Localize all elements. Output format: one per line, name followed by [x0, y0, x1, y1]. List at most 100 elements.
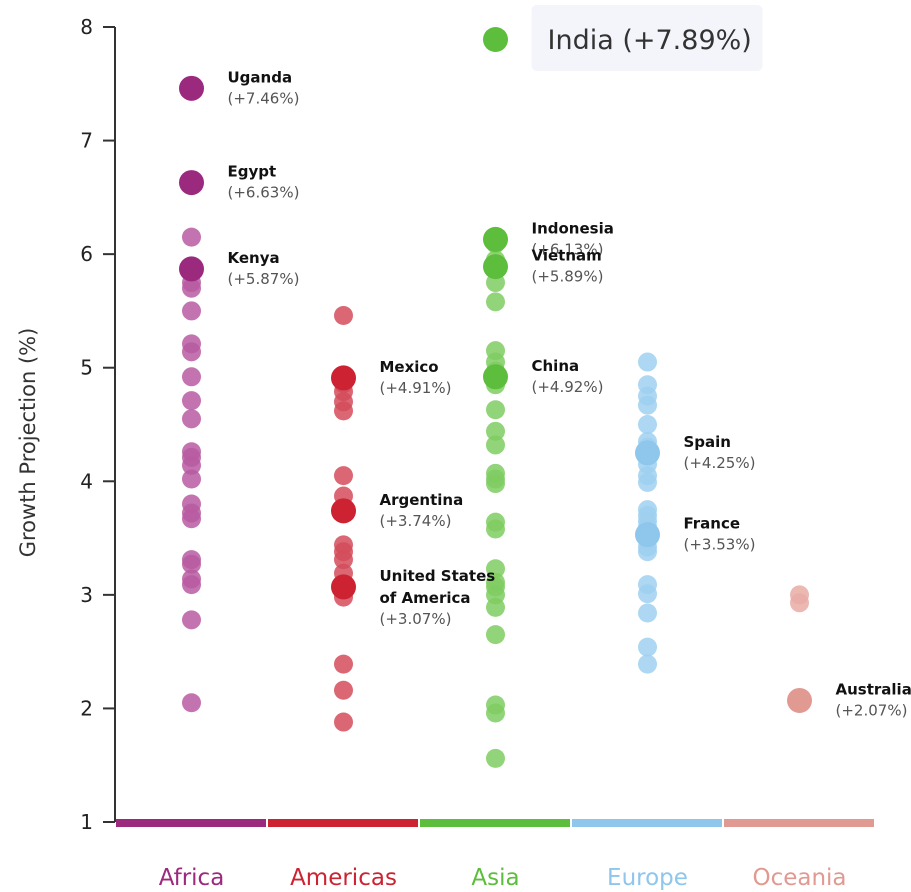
data-point-asia[interactable] — [486, 748, 505, 768]
y-tick-label: 4 — [80, 469, 93, 493]
highlight-point-australia[interactable] — [787, 687, 812, 713]
highlight-point-argentina[interactable] — [331, 498, 356, 524]
data-point-europe[interactable] — [638, 637, 657, 657]
highlight-point-united-states-of-america[interactable] — [331, 574, 356, 600]
highlight-point-indonesia[interactable] — [483, 226, 508, 252]
data-point-oceania[interactable] — [790, 593, 809, 613]
point-value-egypt: (+6.63%) — [228, 184, 300, 202]
highlight-point-uganda[interactable] — [179, 75, 204, 101]
data-point-asia[interactable] — [486, 625, 505, 645]
data-point-europe[interactable] — [638, 395, 657, 415]
point-labels: Uganda(+7.46%)Egypt(+6.63%)Kenya(+5.87%)… — [228, 68, 911, 719]
point-value-france: (+3.53%) — [684, 536, 756, 554]
point-name-spain: Spain — [684, 433, 731, 451]
data-point-asia[interactable] — [486, 421, 505, 441]
data-point-asia[interactable] — [486, 559, 505, 579]
point-value-uganda: (+7.46%) — [228, 89, 300, 107]
data-point-africa[interactable] — [182, 409, 201, 429]
data-point-europe[interactable] — [638, 603, 657, 623]
highlight-point-france[interactable] — [635, 522, 660, 548]
y-axis-title: Growth Projection (%) — [16, 328, 40, 558]
point-value-argentina: (+3.74%) — [380, 512, 452, 530]
category-band-oceania — [724, 819, 874, 827]
highlight-point-spain[interactable] — [635, 440, 660, 466]
y-tick-label: 2 — [80, 696, 93, 720]
data-point-americas[interactable] — [334, 305, 353, 325]
y-tick-label: 5 — [80, 356, 93, 380]
category-band-asia — [420, 819, 570, 827]
y-tick-label: 6 — [80, 242, 93, 266]
data-point-americas[interactable] — [334, 466, 353, 486]
point-name-china: China — [532, 357, 580, 375]
data-point-asia[interactable] — [486, 474, 505, 494]
data-point-africa[interactable] — [182, 509, 201, 529]
data-point-europe[interactable] — [638, 472, 657, 492]
data-point-europe[interactable] — [638, 415, 657, 434]
data-point-americas[interactable] — [334, 654, 353, 674]
category-band-europe — [572, 819, 722, 827]
highlight-point-kenya[interactable] — [179, 256, 204, 282]
point-value-united-states-of-america: (+3.07%) — [380, 610, 452, 628]
point-name-united-states-of-america: of America — [380, 589, 471, 607]
data-point-asia[interactable] — [486, 597, 505, 617]
data-point-asia[interactable] — [486, 435, 505, 455]
category-band-americas — [268, 819, 418, 827]
point-name-kenya: Kenya — [228, 249, 280, 267]
data-point-americas[interactable] — [334, 401, 353, 421]
highlight-point-egypt[interactable] — [179, 170, 204, 196]
y-tick-label: 1 — [80, 810, 93, 834]
data-point-africa[interactable] — [182, 610, 201, 630]
category-band-africa — [116, 819, 266, 827]
data-point-asia[interactable] — [486, 400, 505, 420]
point-value-spain: (+4.25%) — [684, 454, 756, 472]
point-name-indonesia: Indonesia — [532, 219, 614, 237]
point-name-vietnam: Vietnam — [532, 247, 602, 265]
data-point-europe[interactable] — [638, 584, 657, 604]
y-tick-label: 8 — [80, 15, 93, 39]
point-value-australia: (+2.07%) — [836, 701, 908, 719]
data-point-africa[interactable] — [182, 575, 201, 595]
point-name-mexico: Mexico — [380, 358, 439, 376]
data-point-europe[interactable] — [638, 352, 657, 372]
data-point-asia[interactable] — [486, 519, 505, 539]
data-point-africa[interactable] — [182, 469, 201, 489]
y-axis: 1 2 3 4 5 6 7 8 — [80, 15, 116, 834]
data-point-europe[interactable] — [638, 542, 657, 562]
data-point-africa[interactable] — [182, 391, 201, 411]
tooltip: India (+7.89%) — [531, 5, 763, 71]
data-point-americas[interactable] — [334, 550, 353, 570]
data-point-africa[interactable] — [182, 455, 201, 475]
point-value-kenya: (+5.87%) — [228, 270, 300, 288]
point-name-australia: Australia — [836, 680, 911, 698]
point-value-vietnam: (+5.89%) — [532, 268, 604, 286]
data-point-africa[interactable] — [182, 301, 201, 321]
data-point-americas[interactable] — [334, 712, 353, 732]
point-value-indonesia: (+6.13%) — [532, 240, 604, 258]
data-point-africa[interactable] — [182, 554, 201, 574]
data-points — [179, 26, 812, 768]
y-tick-label: 7 — [80, 129, 93, 153]
point-name-argentina: Argentina — [380, 491, 464, 509]
data-point-asia[interactable] — [486, 703, 505, 723]
data-point-americas[interactable] — [334, 680, 353, 700]
data-point-africa[interactable] — [182, 367, 201, 387]
data-point-africa[interactable] — [182, 342, 201, 362]
highlight-point-mexico[interactable] — [331, 365, 356, 391]
category-label-africa: Africa — [159, 865, 225, 891]
data-point-asia[interactable] — [486, 292, 505, 312]
y-tick-label: 3 — [80, 583, 93, 607]
data-point-africa[interactable] — [182, 227, 201, 247]
category-label-americas: Americas — [290, 865, 397, 891]
tooltip-text: India (+7.89%) — [548, 25, 752, 56]
category-label-asia: Asia — [471, 865, 519, 891]
point-name-france: France — [684, 515, 741, 533]
data-point-africa[interactable] — [182, 278, 201, 298]
highlight-point-india[interactable] — [483, 26, 508, 52]
point-value-china: (+4.92%) — [532, 378, 604, 396]
highlight-point-china[interactable] — [483, 364, 508, 390]
data-point-europe[interactable] — [638, 654, 657, 674]
data-point-africa[interactable] — [182, 693, 201, 713]
tooltip-box — [531, 5, 763, 71]
highlight-point-vietnam[interactable] — [483, 254, 508, 280]
